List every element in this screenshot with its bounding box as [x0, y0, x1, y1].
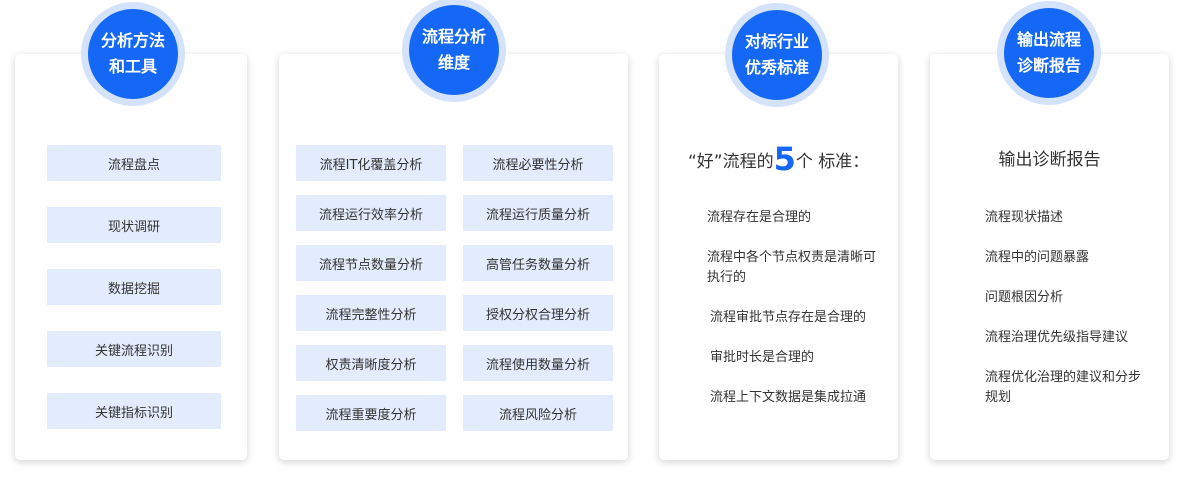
badge-benchmark: 对标行业优秀标准: [725, 3, 829, 107]
card-report: [930, 54, 1169, 460]
five-number: 5: [773, 140, 796, 178]
badge-line: 输出流程: [1016, 30, 1081, 49]
dimension-box: 授权分权合理分析: [463, 295, 613, 331]
dimension-box: 流程完整性分析: [296, 295, 446, 331]
badge-line: 分析方法: [100, 31, 165, 50]
badge-line: 流程分析: [421, 27, 486, 46]
list-item: 流程审批节点存在是合理的: [710, 310, 867, 325]
list-item: 问题根因分析: [985, 290, 1064, 305]
badge-line: 和工具: [108, 57, 157, 76]
list-item: 流程上下文数据是集成拉通: [710, 390, 867, 405]
badge-line: 维度: [437, 53, 470, 72]
list-item: 流程中各个节点权责是清晰可执行的: [707, 250, 877, 285]
benchmark-heading: “好”流程的5个 标准：: [688, 140, 870, 178]
dimension-box: 流程风险分析: [463, 395, 613, 431]
dimension-box: 流程使用数量分析: [463, 345, 613, 381]
list-item: 流程治理优先级指导建议: [985, 330, 1129, 345]
card-benchmark: [659, 54, 898, 460]
card-methods: [15, 54, 247, 460]
method-box: 关键流程识别: [47, 331, 221, 367]
dimension-box: 流程运行质量分析: [463, 195, 613, 231]
list-item: 流程存在是合理的: [707, 210, 812, 225]
dimension-box: 高管任务数量分析: [463, 245, 613, 281]
dimension-box: 权责清晰度分析: [296, 345, 446, 381]
method-box: 数据挖掘: [47, 269, 221, 305]
badge-methods: 分析方法和工具: [81, 2, 185, 106]
dimension-box: 流程IT化覆盖分析: [296, 145, 446, 181]
list-item: 审批时长是合理的: [710, 350, 815, 365]
badge-line: 诊断报告: [1016, 56, 1081, 75]
list-item: 流程现状描述: [985, 210, 1064, 225]
badge-line: 优秀标准: [744, 58, 809, 77]
badge-line: 对标行业: [744, 32, 809, 51]
dimension-box: 流程运行效率分析: [296, 195, 446, 231]
report-heading: 输出诊断报告: [998, 150, 1101, 170]
method-box: 流程盘点: [47, 145, 221, 181]
dimension-box: 流程重要度分析: [296, 395, 446, 431]
dimension-box: 流程必要性分析: [463, 145, 613, 181]
dimension-box: 流程节点数量分析: [296, 245, 446, 281]
list-item: 流程中的问题暴露: [985, 250, 1090, 265]
badge-dimensions: 流程分析维度: [402, 0, 506, 102]
badge-report: 输出流程诊断报告: [997, 1, 1101, 105]
method-box: 现状调研: [47, 207, 221, 243]
list-item: 流程优化治理的建议和分步规划: [985, 370, 1142, 405]
method-box: 关键指标识别: [47, 393, 221, 429]
